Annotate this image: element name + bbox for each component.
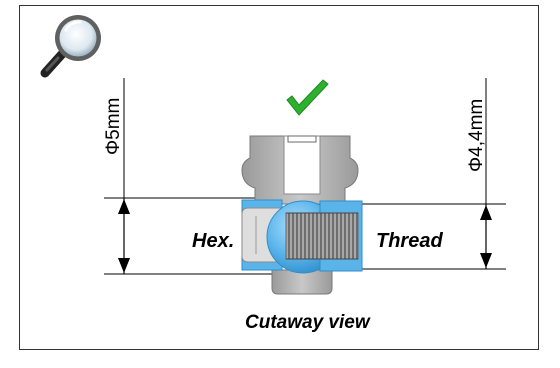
dimension-left [104,78,274,275]
diameter-left-label: Φ5mm [103,98,124,155]
dimension-right [340,78,506,270]
hex-label: Hex. [192,230,234,252]
caption-label: Cutaway view [245,312,371,333]
diameter-right-label: Φ4,4mm [466,99,487,172]
thread-label: Thread [376,230,443,252]
magnifier-icon[interactable] [40,15,101,78]
checkmark-icon [286,79,329,116]
cutaway-part [241,135,363,295]
